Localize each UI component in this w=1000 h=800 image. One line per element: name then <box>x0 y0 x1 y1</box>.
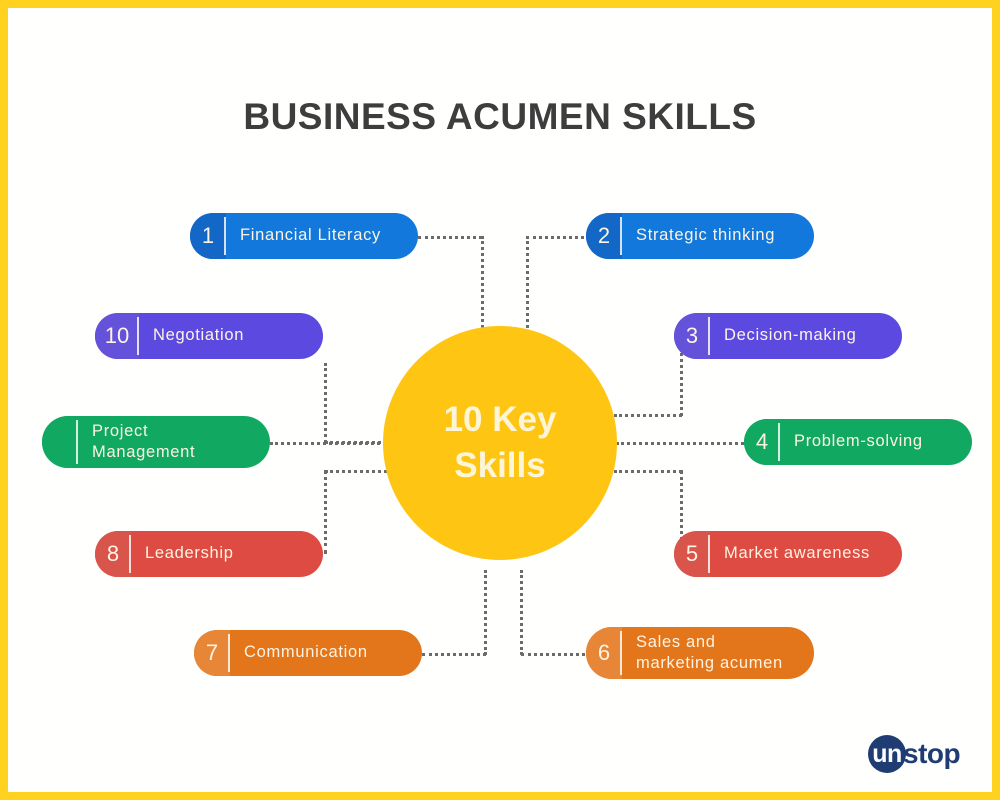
connector-skill-4-horizontal <box>616 442 744 445</box>
skill-number-2: 2 <box>586 213 622 259</box>
skill-number-6: 6 <box>586 627 622 679</box>
hub-line-1: 10 Key <box>443 399 557 439</box>
connector-skill-2-vertical <box>526 236 529 358</box>
connector-skill-1-vertical <box>481 236 484 358</box>
skill-pill-decision-making[interactable]: 3 Decision-making <box>674 313 902 359</box>
skill-pill-negotiation[interactable]: 10 Negotiation <box>95 313 323 359</box>
skill-number-4: 4 <box>744 419 780 465</box>
connector-skill-2-horizontal <box>526 236 590 239</box>
connector-skill-10-vertical <box>324 363 327 443</box>
connector-skill-8-horizontal <box>325 470 393 473</box>
skill-pill-problem-solving[interactable]: 4 Problem-solving <box>744 419 972 465</box>
connector-skill-5-horizontal <box>614 470 682 473</box>
skill-label-1: Financial Literacy <box>240 226 381 245</box>
hub-line-2: Skills <box>454 446 546 485</box>
skill-label-10: Negotiation <box>153 326 245 345</box>
connector-skill-6-horizontal <box>521 653 585 656</box>
skill-pill-communication[interactable]: 7 Communication <box>194 630 422 676</box>
skill-label-8: Leadership <box>145 544 234 563</box>
skill-pill-strategic-thinking[interactable]: 2 Strategic thinking <box>586 213 814 259</box>
connector-skill-3-vertical <box>680 336 683 416</box>
skill-number-9 <box>42 416 78 468</box>
skill-number-1: 1 <box>190 213 226 259</box>
connector-skill-8-vertical <box>324 470 327 554</box>
skill-number-10: 10 <box>95 313 139 359</box>
skill-label-6: Sales and marketing acumen <box>636 632 783 672</box>
connector-skill-6-vertical <box>520 570 523 655</box>
connector-skill-3-horizontal <box>614 414 682 417</box>
skill-pill-project-management[interactable]: Project Management <box>42 416 270 468</box>
skill-pill-financial-literacy[interactable]: 1 Financial Literacy <box>190 213 418 259</box>
unstop-logo-word: stop <box>903 738 961 769</box>
infographic-canvas: BUSINESS ACUMEN SKILLS 10 Key Skills 1 F… <box>8 8 992 792</box>
connector-skill-5-vertical <box>680 470 683 554</box>
center-hub: 10 Key Skills <box>383 326 617 560</box>
skill-number-8: 8 <box>95 531 131 577</box>
skill-pill-market-awareness[interactable]: 5 Market awareness <box>674 531 902 577</box>
skill-number-3: 3 <box>674 313 710 359</box>
skill-label-3: Decision-making <box>724 326 857 345</box>
connector-skill-9-horizontal <box>270 442 392 445</box>
skill-label-7: Communication <box>244 643 368 662</box>
skill-label-2: Strategic thinking <box>636 226 776 245</box>
connector-skill-1-horizontal <box>418 236 482 239</box>
skill-number-5: 5 <box>674 531 710 577</box>
connector-skill-7-vertical <box>484 570 487 655</box>
skill-pill-leadership[interactable]: 8 Leadership <box>95 531 323 577</box>
skill-number-7: 7 <box>194 630 230 676</box>
page-title: BUSINESS ACUMEN SKILLS <box>243 96 757 137</box>
unstop-logo[interactable]: un stop <box>868 735 961 773</box>
connector-skill-7-horizontal <box>422 653 486 656</box>
skill-label-4: Problem-solving <box>794 432 923 451</box>
skill-pill-sales-marketing-acumen[interactable]: 6 Sales and marketing acumen <box>586 627 814 679</box>
skill-label-9: Project Management <box>92 421 196 461</box>
skill-label-5: Market awareness <box>724 544 871 563</box>
unstop-logo-mark: un <box>868 735 906 773</box>
